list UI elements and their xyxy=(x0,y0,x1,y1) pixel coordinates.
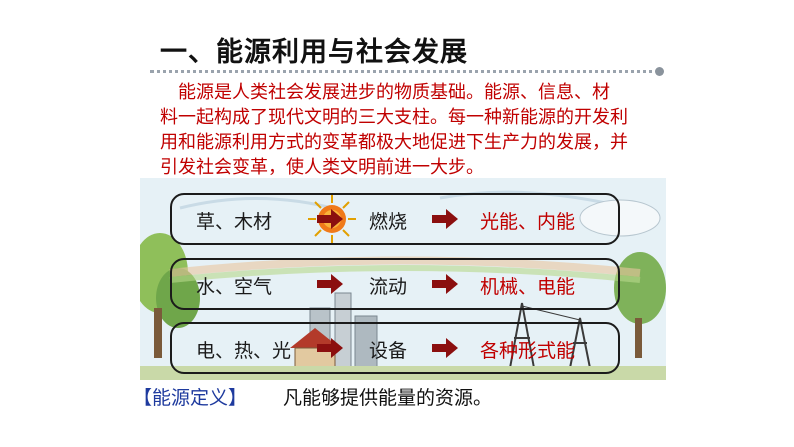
source-label: 电、热、光 xyxy=(196,340,292,362)
paragraph-line: 料一起构成了现代文明的三大支柱。每一种新能源的开发利 xyxy=(160,107,628,128)
definition-text: 凡能够提供能量的资源。 xyxy=(283,387,493,409)
result-label: 各种形式能 xyxy=(480,340,576,362)
energy-row-device: 电、热、光 设备 各种形式能 xyxy=(170,322,620,374)
intro-paragraph: 能源是人类社会发展进步的物质基础。能源、信息、材 料一起构成了现代文明的三大支柱… xyxy=(160,80,670,180)
source-label: 水、空气 xyxy=(196,276,273,298)
arrow-right-icon xyxy=(317,338,343,358)
arrow-right-icon xyxy=(317,274,343,294)
arrow-right-icon xyxy=(432,209,458,229)
result-label: 机械、电能 xyxy=(480,276,576,298)
page-title: 一、能源利用与社会发展 xyxy=(160,37,468,68)
title-divider xyxy=(150,70,660,73)
arrow-right-icon xyxy=(432,338,458,358)
paragraph-line: 用和能源利用方式的变革都极大地促进下生产力的发展，并 xyxy=(160,132,628,153)
process-label: 流动 xyxy=(369,276,408,298)
background-scene xyxy=(140,190,666,380)
result-label: 光能、内能 xyxy=(480,211,576,233)
paragraph-line: 能源是人类社会发展进步的物质基础。能源、信息、材 xyxy=(178,82,610,103)
divider-end-dot xyxy=(655,67,664,76)
paragraph-line: 引发社会变革，使人类文明前进一大步。 xyxy=(160,157,484,178)
energy-row-fire: 草、木材 燃烧 光能、内能 xyxy=(170,193,620,245)
process-label: 设备 xyxy=(369,340,408,362)
source-label: 草、木材 xyxy=(196,211,273,233)
energy-illustration xyxy=(140,178,666,380)
process-label: 燃烧 xyxy=(369,211,408,233)
arrow-right-icon xyxy=(432,274,458,294)
definition-label: 【能源定义】 xyxy=(133,387,248,409)
energy-row-flow: 水、空气 流动 机械、电能 xyxy=(170,258,620,310)
arrow-right-icon xyxy=(317,209,343,229)
